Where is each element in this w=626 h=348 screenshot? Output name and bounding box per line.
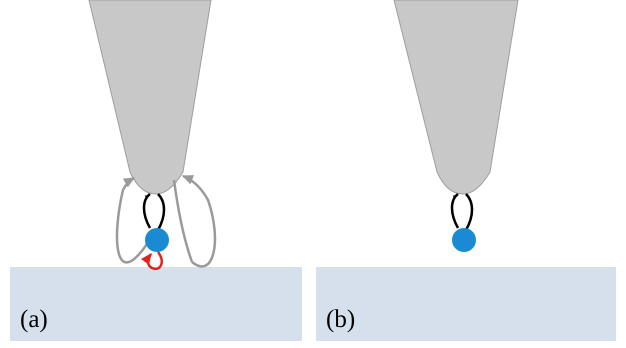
black-loop-arrow-b <box>450 193 474 231</box>
tip-a <box>88 0 212 195</box>
red-loop-arrow <box>141 251 163 271</box>
tip-b <box>393 0 519 195</box>
sample-surface-b <box>316 267 616 341</box>
panel-b: (b) <box>316 0 616 341</box>
sample-surface-a <box>10 267 302 341</box>
gray-loop-arrow-right-outer <box>181 174 217 268</box>
panel-a: (a) <box>10 0 302 341</box>
black-loop-arrow-a <box>142 193 166 231</box>
particle-a <box>145 228 169 252</box>
gray-loop-arrow-left <box>115 176 149 264</box>
panel-label-b: (b) <box>326 306 355 333</box>
panel-label-a: (a) <box>20 306 48 333</box>
particle-b <box>452 228 476 252</box>
gray-loop-arrow-right-inner <box>172 179 194 263</box>
